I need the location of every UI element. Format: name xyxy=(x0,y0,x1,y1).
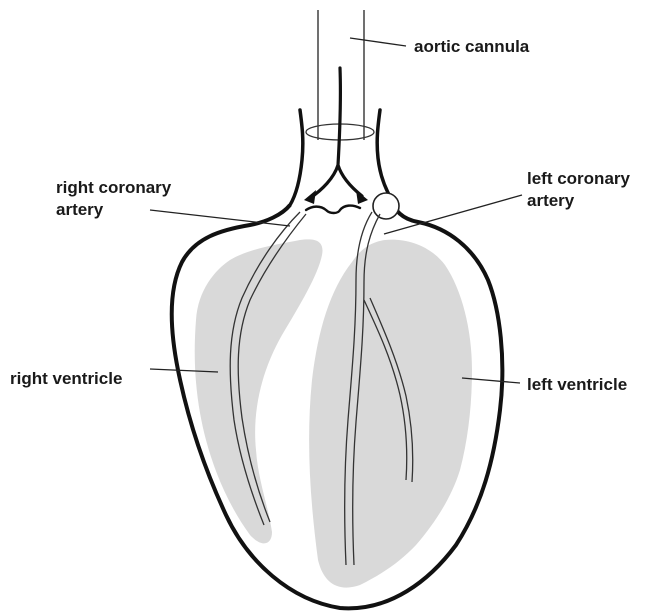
label-left-coronary-artery-line2: artery xyxy=(527,190,574,211)
left-ventricle-shading xyxy=(309,240,472,588)
left-coronary-ostium-ring xyxy=(373,193,399,219)
label-right-ventricle: right ventricle xyxy=(10,368,122,389)
leader-left-coronary-artery xyxy=(384,195,522,234)
leader-aortic-cannula xyxy=(350,38,406,46)
label-right-coronary-artery-line1: right coronary xyxy=(56,177,171,198)
label-left-ventricle: left ventricle xyxy=(527,374,627,395)
label-right-coronary-artery-line2: artery xyxy=(56,199,103,220)
perfusion-arrow-left xyxy=(304,190,316,204)
right-ventricle-shading xyxy=(195,239,323,543)
perfusion-arrow-right xyxy=(356,190,368,204)
label-left-coronary-artery-line1: left coronary xyxy=(527,168,630,189)
coronary-ostia xyxy=(306,206,360,213)
label-aortic-cannula: aortic cannula xyxy=(414,36,529,57)
